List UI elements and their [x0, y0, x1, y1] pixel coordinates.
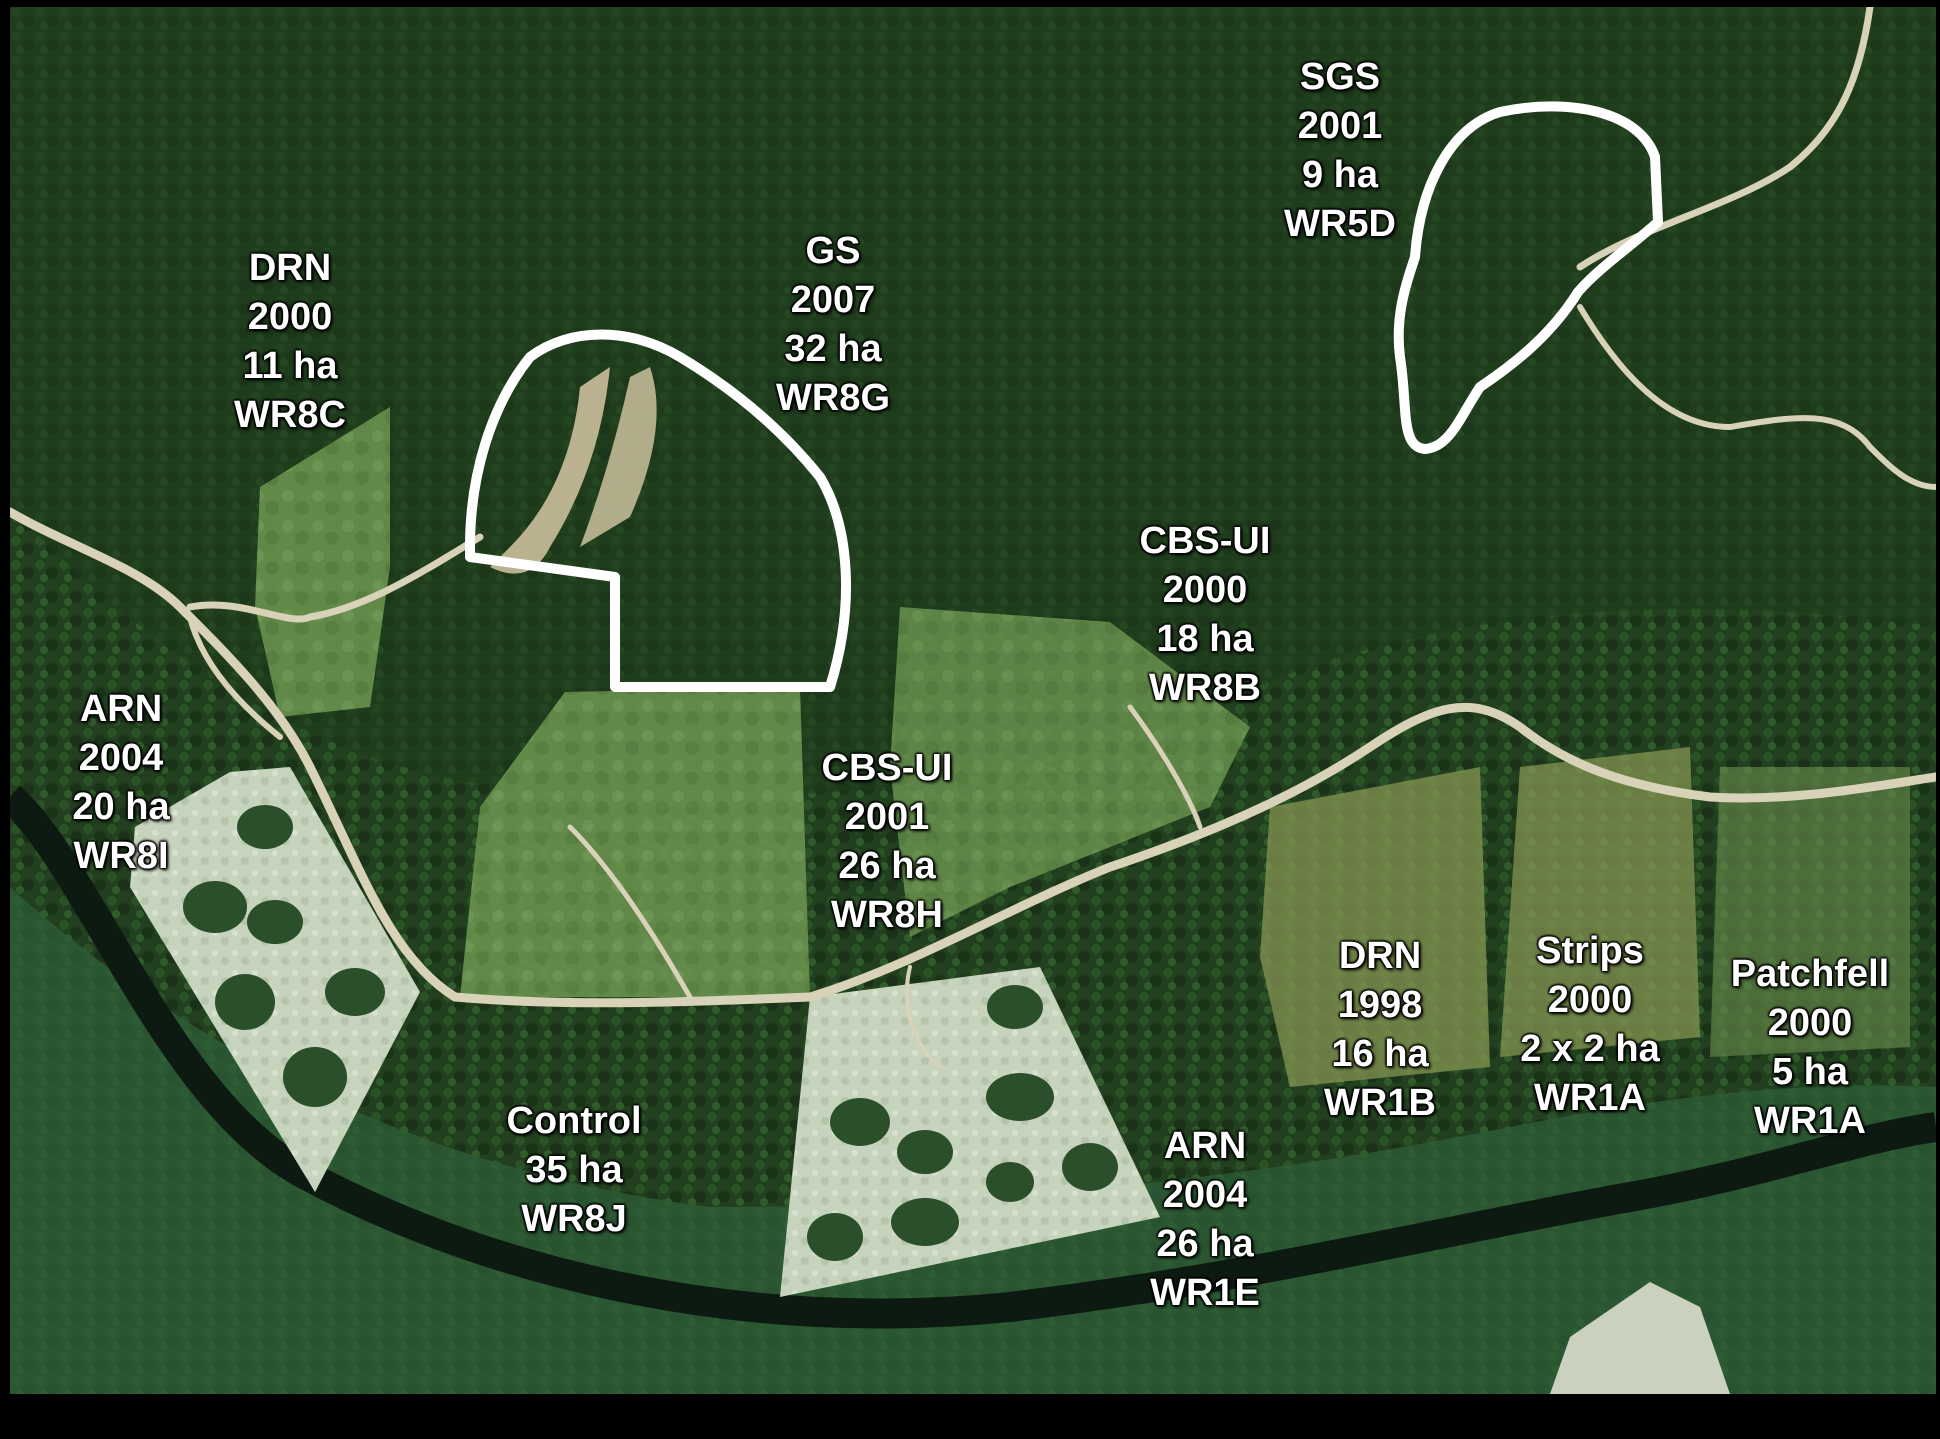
gap-clearing-gs	[490, 367, 610, 574]
coupe-label-gs-2007-wr8g: GS 2007 32 ha WR8G	[776, 230, 890, 419]
coupe-label-cbsui-2001-wr8h: CBS-UI 2001 26 ha WR8H	[821, 747, 953, 936]
bottom-black-bar	[0, 1394, 1940, 1439]
regen-coupe-wr8b	[890, 607, 1250, 937]
regen-coupe-wr1b	[1260, 767, 1490, 1087]
aerial-photo-frame: DRN 2000 11 ha WR8C GS 2007 32 ha WR8G S…	[10, 7, 1936, 1394]
coupe-label-strips-2000-wr1a: Strips 2000 2 x 2 ha WR1A	[1520, 930, 1660, 1119]
retention-patches-wr1e	[807, 985, 1118, 1261]
coupe-label-arn-2004-wr8i: ARN 2004 20 ha WR8I	[72, 688, 170, 877]
regen-coupe-patchfell	[1710, 767, 1910, 1057]
coupe-label-arn-2004-wr1e: ARN 2004 26 ha WR1E	[1150, 1125, 1260, 1314]
boundary-sgs-wr5d	[1393, 101, 1663, 454]
coupe-label-cbsui-2000-wr8b: CBS-UI 2000 18 ha WR8B	[1139, 520, 1271, 709]
regen-coupe-strips	[1500, 747, 1700, 1057]
boundary-gs-wr8g	[465, 329, 851, 692]
cleared-coupe-wr8i	[130, 767, 420, 1192]
cleared-coupe-wr1e	[780, 967, 1160, 1297]
regen-coupe-drn-wr8c	[255, 407, 390, 717]
gap-clearing-gs-2	[580, 367, 657, 547]
coupe-label-sgs-2001-wr5d: SGS 2001 9 ha WR5D	[1284, 56, 1396, 245]
regen-coupe-wr8h	[460, 687, 810, 997]
coupe-label-drn-2000-wr8c: DRN 2000 11 ha WR8C	[234, 247, 346, 436]
upper-forest	[10, 7, 1936, 797]
river	[10, 785, 1936, 1329]
river-bank-clearing	[1550, 1282, 1730, 1394]
aerial-photo	[10, 7, 1936, 1394]
coupe-label-control-wr8j: Control 35 ha WR8J	[506, 1100, 642, 1240]
retention-patches-wr8i	[183, 805, 385, 1107]
coupe-label-drn-1998-wr1b: DRN 1998 16 ha WR1B	[1324, 935, 1436, 1124]
coupe-label-patchfell-2000-wr1a: Patchfell 2000 5 ha WR1A	[1730, 953, 1890, 1142]
